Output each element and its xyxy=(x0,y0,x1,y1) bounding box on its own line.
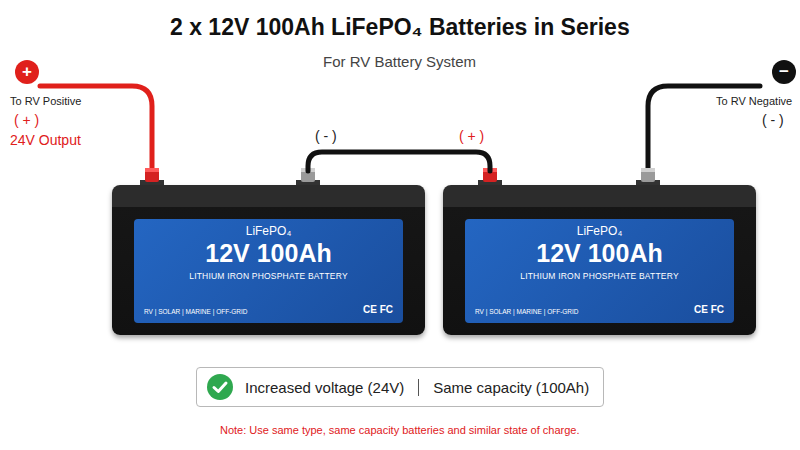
battery-footer-row: RV | SOLAR | MARINE | OFF-GRID CE FC xyxy=(475,304,724,315)
negative-symbol xyxy=(772,60,796,84)
use-cases: RV | SOLAR | MARINE | OFF-GRID xyxy=(144,308,248,315)
polarity-label: ( - ) xyxy=(315,128,337,144)
battery-rating: 12V 100Ah xyxy=(536,239,662,268)
summary-text: Same capacity (100Ah) xyxy=(418,379,589,396)
subtitle: For RV Battery System xyxy=(323,53,476,70)
battery-chemistry: LiFePO₄ xyxy=(577,224,623,238)
polarity-label: ( + ) xyxy=(14,112,39,128)
certification-marks: CE FC xyxy=(694,304,724,315)
use-cases: RV | SOLAR | MARINE | OFF-GRID xyxy=(475,308,579,315)
certification-marks: CE FC xyxy=(363,304,393,315)
battery-box: LiFePO₄12V 100AhLITHIUM IRON PHOSPHATE B… xyxy=(112,185,425,335)
note: Note: Use same type, same capacity batte… xyxy=(220,424,580,436)
summary-text: Increased voltage (24V) xyxy=(245,379,404,396)
polarity-label: ( - ) xyxy=(762,112,784,128)
battery-label-panel: LiFePO₄12V 100AhLITHIUM IRON PHOSPHATE B… xyxy=(465,219,734,323)
battery-footer-row: RV | SOLAR | MARINE | OFF-GRID CE FC xyxy=(144,304,393,315)
output-voltage: 24V Output xyxy=(10,132,81,148)
polarity-label: ( + ) xyxy=(459,128,484,144)
terminal-label: To RV Positive xyxy=(10,95,81,107)
battery-type: LITHIUM IRON PHOSPHATE BATTERY xyxy=(189,271,348,281)
battery-type: LITHIUM IRON PHOSPHATE BATTERY xyxy=(520,271,679,281)
positive-symbol xyxy=(15,60,39,84)
battery-rating: 12V 100Ah xyxy=(205,239,331,268)
series-cable xyxy=(308,152,490,171)
battery-chemistry: LiFePO₄ xyxy=(246,224,292,238)
summary-box: Increased voltage (24V) Same capacity (10… xyxy=(196,367,604,407)
title: 2 x 12V 100Ah LiFePO₄ Batteries in Serie… xyxy=(170,14,630,41)
positive-sign: + xyxy=(15,60,39,84)
check-icon xyxy=(207,374,233,400)
negative-sign: − xyxy=(772,60,796,84)
terminal-label: To RV Negative xyxy=(716,95,792,107)
battery-label-panel: LiFePO₄12V 100AhLITHIUM IRON PHOSPHATE B… xyxy=(134,219,403,323)
battery-box: LiFePO₄12V 100AhLITHIUM IRON PHOSPHATE B… xyxy=(443,185,756,335)
